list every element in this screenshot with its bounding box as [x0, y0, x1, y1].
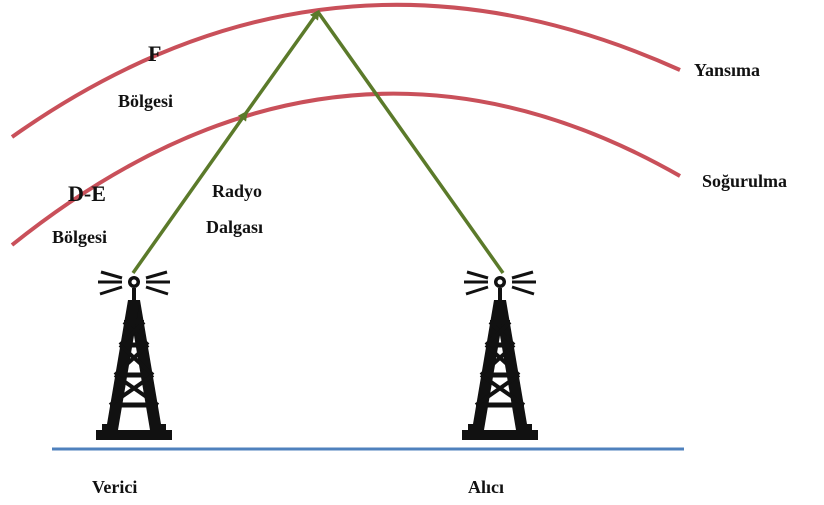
- de-layer-region-label: Bölgesi: [52, 227, 107, 247]
- receiver-label: Alıcı: [468, 477, 504, 497]
- receiver-tower-icon: [462, 272, 538, 440]
- de-layer-letter: D-E: [68, 181, 106, 206]
- radio-wave-label-line2: Dalgası: [206, 217, 263, 237]
- incident-wave-upper: [244, 9, 320, 115]
- de-layer-arc: [10, 91, 681, 247]
- absorption-label: Soğurulma: [702, 171, 787, 191]
- f-layer-letter: F: [148, 41, 161, 66]
- incident-wave-lower: [131, 110, 248, 275]
- transmitter-tower-icon: [96, 272, 172, 440]
- reflected-wave: [316, 10, 505, 275]
- f-layer-arc: [10, 2, 681, 139]
- radio-wave-label-line1: Radyo: [212, 181, 262, 201]
- reflection-label: Yansıma: [694, 60, 760, 80]
- f-layer-region-label: Bölgesi: [118, 91, 173, 111]
- transmitter-label: Verici: [92, 477, 137, 497]
